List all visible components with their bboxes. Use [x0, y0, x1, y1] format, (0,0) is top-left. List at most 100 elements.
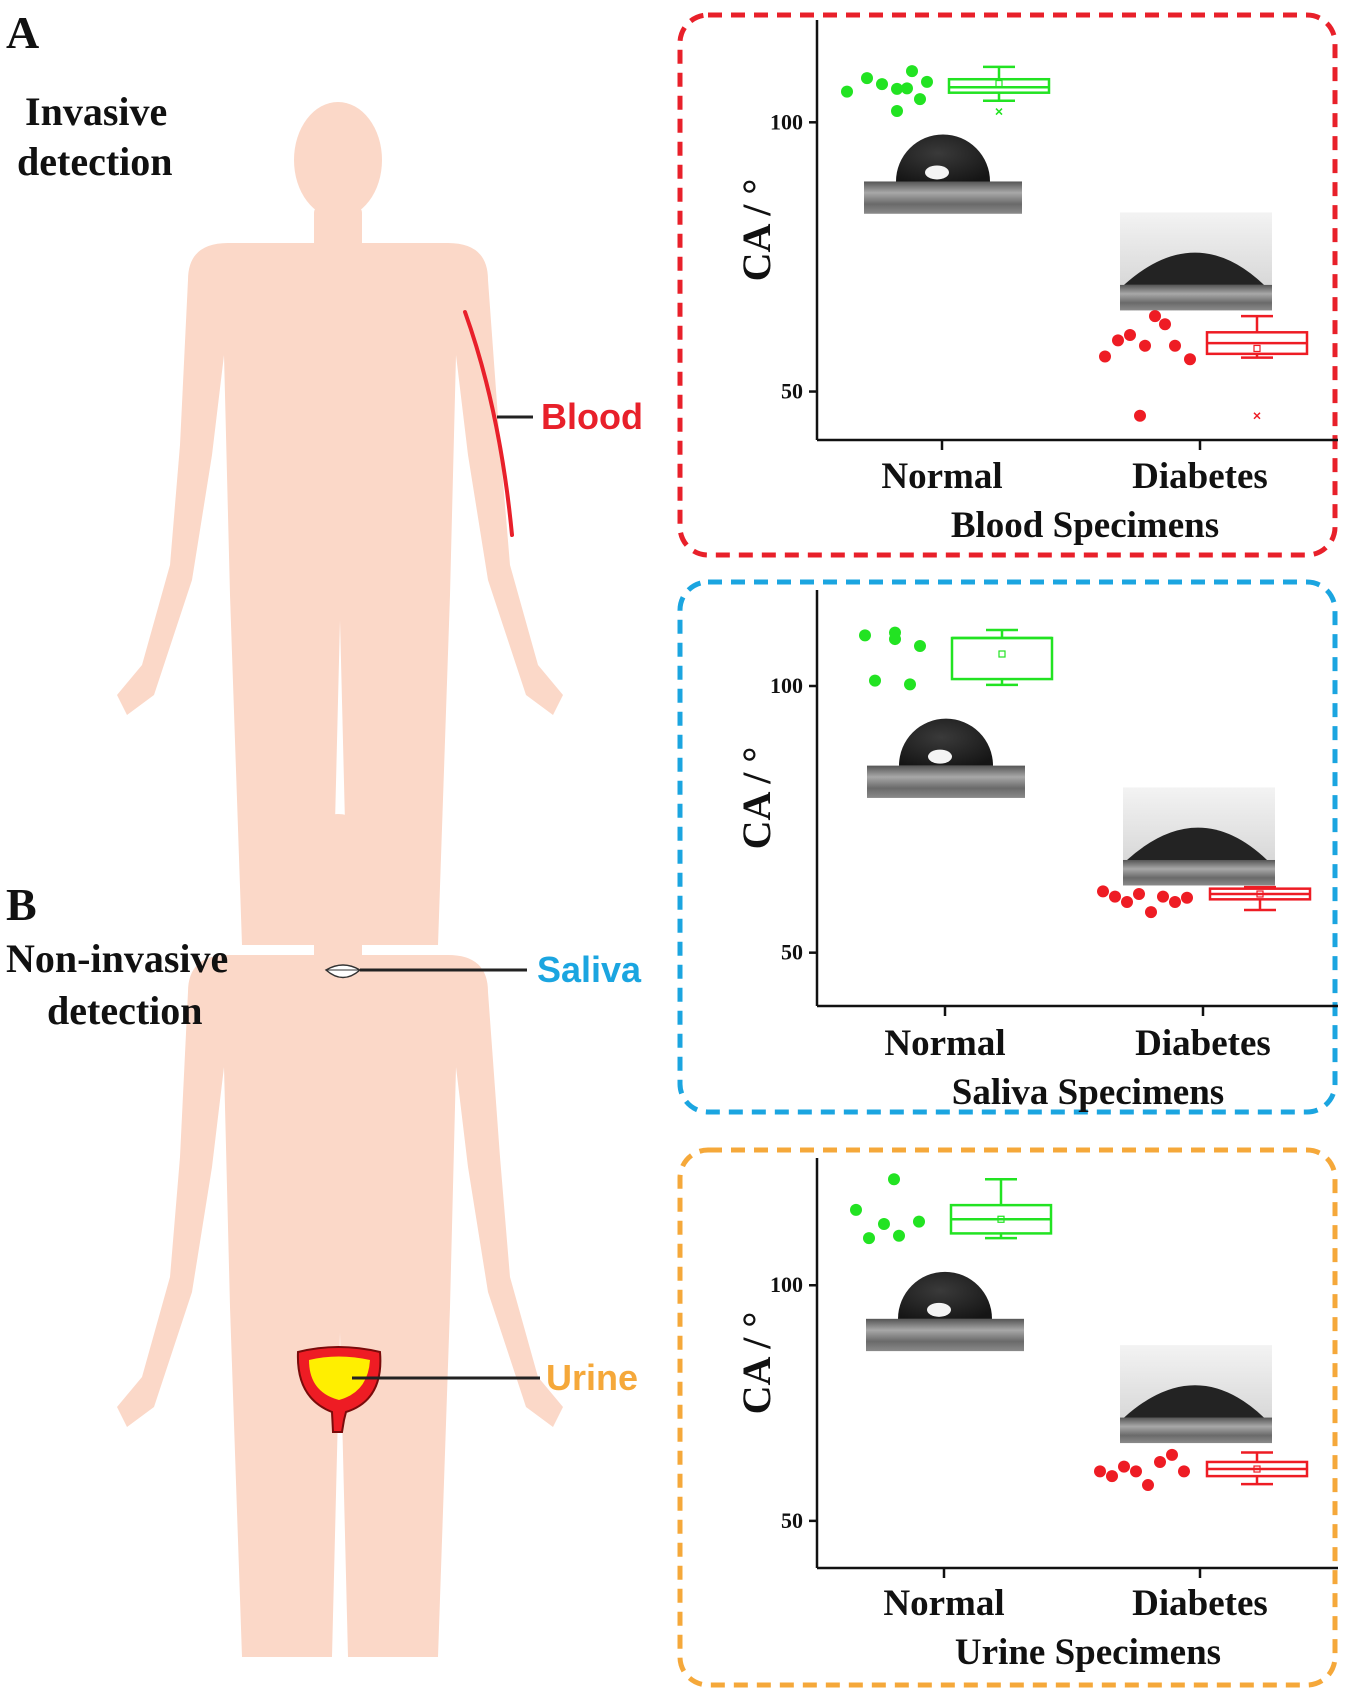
series-diabetes — [1097, 885, 1312, 919]
data-point-normal-5 — [893, 1229, 905, 1242]
y-axis-title: CA / ° — [734, 179, 779, 282]
contact-angle-photo-normal — [864, 134, 1022, 214]
data-point-diabetes-3 — [1121, 896, 1133, 908]
box-mean-marker — [995, 79, 1003, 88]
data-point-normal-2 — [863, 1232, 875, 1245]
data-point-diabetes-8 — [1184, 353, 1196, 366]
data-point-normal-5 — [904, 678, 916, 691]
x-axis-title: Blood Specimens — [951, 505, 1219, 546]
y-axis-title: CA / ° — [734, 747, 779, 850]
urine-label: Urine — [546, 1357, 638, 1398]
noninvasive-label-line2: detection — [47, 988, 203, 1033]
box-plot-diabetes — [1205, 314, 1309, 420]
data-point-normal-4 — [889, 633, 901, 646]
box-mean-marker — [1253, 344, 1261, 353]
data-point-diabetes-8 — [1178, 1465, 1190, 1478]
data-point-diabetes-9 — [1134, 409, 1146, 422]
contact-angle-photo-normal — [866, 1271, 1024, 1352]
data-point-normal-2 — [861, 72, 873, 85]
data-point-diabetes-3 — [1118, 1460, 1130, 1473]
category-label-normal: Normal — [883, 1583, 1004, 1624]
panel-b-label: B — [6, 879, 37, 930]
data-point-diabetes-3 — [1124, 329, 1136, 341]
data-point-diabetes-6 — [1159, 318, 1171, 331]
data-point-normal-1 — [850, 1203, 862, 1216]
data-point-diabetes-4 — [1133, 888, 1145, 900]
box-mean-marker — [1253, 1465, 1261, 1473]
data-point-diabetes-7 — [1169, 896, 1181, 908]
data-point-normal-7 — [921, 75, 933, 88]
bladder-icon — [296, 1346, 382, 1433]
data-point-normal-5 — [901, 82, 913, 95]
panel-a-label: A — [6, 7, 39, 58]
series-normal — [841, 65, 1051, 117]
data-point-normal-6 — [906, 65, 918, 78]
category-label-diabetes: Diabetes — [1132, 1583, 1268, 1624]
series-diabetes — [1099, 310, 1309, 422]
series-diabetes — [1094, 1448, 1309, 1492]
box-plot-normal — [950, 628, 1054, 687]
data-point-normal-4 — [891, 82, 903, 95]
data-point-diabetes-7 — [1169, 339, 1181, 352]
invasive-label-line2: detection — [17, 139, 173, 184]
y-tick-label-100: 100 — [770, 673, 803, 698]
data-point-diabetes-2 — [1106, 1470, 1118, 1483]
x-axis-title: Saliva Specimens — [952, 1072, 1224, 1113]
category-label-diabetes: Diabetes — [1135, 1023, 1271, 1064]
data-point-diabetes-1 — [1097, 885, 1109, 898]
data-point-normal-2 — [869, 674, 881, 687]
data-point-normal-3 — [878, 1217, 890, 1230]
category-label-diabetes: Diabetes — [1132, 456, 1268, 497]
blood-label: Blood — [541, 396, 643, 437]
category-label-normal: Normal — [881, 456, 1002, 497]
box-mean-marker — [998, 650, 1006, 658]
y-tick-label-50: 50 — [781, 1508, 803, 1533]
series-normal — [859, 626, 1054, 691]
x-axis-title: Urine Specimens — [955, 1632, 1221, 1673]
blood-vessel — [463, 310, 514, 537]
y-tick-label-50: 50 — [781, 940, 803, 965]
contact-angle-photo-diabetes — [1120, 212, 1272, 311]
box-plot-diabetes — [1208, 885, 1312, 912]
box-plot-normal — [947, 65, 1051, 116]
urine-panel-border — [677, 1147, 1338, 1688]
box-mean-marker — [997, 1215, 1005, 1223]
data-point-normal-1 — [841, 85, 853, 98]
box-outlier-marker — [995, 108, 1003, 116]
y-tick-label-100: 100 — [770, 109, 803, 134]
box-mean-marker — [1256, 890, 1264, 898]
data-point-diabetes-6 — [1157, 890, 1169, 903]
data-point-diabetes-7 — [1166, 1448, 1178, 1461]
data-point-normal-8 — [914, 93, 926, 106]
data-point-normal-9 — [891, 105, 903, 117]
data-point-diabetes-8 — [1181, 891, 1193, 904]
data-point-diabetes-1 — [1099, 350, 1111, 363]
data-point-diabetes-2 — [1109, 890, 1121, 903]
contact-angle-photo-normal — [867, 718, 1025, 798]
saliva-label: Saliva — [537, 949, 642, 990]
data-point-diabetes-5 — [1145, 906, 1157, 919]
data-point-diabetes-4 — [1139, 339, 1151, 352]
data-point-normal-1 — [859, 629, 871, 642]
data-point-diabetes-5 — [1142, 1479, 1154, 1492]
y-axis-title: CA / ° — [734, 1312, 779, 1415]
series-normal — [850, 1173, 1053, 1245]
data-point-normal-4 — [888, 1173, 900, 1186]
data-point-normal-3 — [876, 78, 888, 91]
noninvasive-label-line1: Non-invasive — [6, 936, 228, 981]
data-point-diabetes-5 — [1149, 310, 1161, 323]
category-label-normal: Normal — [884, 1023, 1005, 1064]
box-iqr — [947, 77, 1051, 94]
y-tick-label-50: 50 — [781, 379, 803, 404]
box-iqr — [950, 636, 1054, 681]
invasive-label-line1: Invasive — [25, 89, 167, 134]
y-tick-label-100: 100 — [770, 1272, 803, 1297]
box-outlier-marker — [1253, 412, 1261, 420]
contact-angle-photo-diabetes — [1120, 1345, 1272, 1444]
saliva-panel-border — [677, 579, 1338, 1115]
data-point-diabetes-6 — [1154, 1455, 1166, 1468]
